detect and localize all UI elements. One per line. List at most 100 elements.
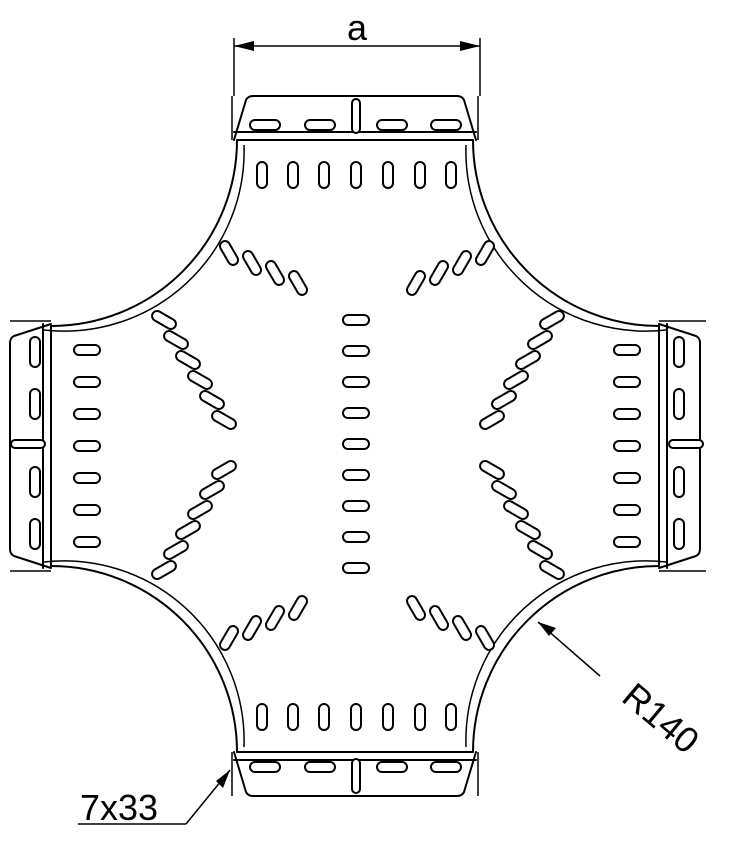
slot [265,260,285,286]
slot [491,390,517,410]
slot [503,500,529,520]
slot [287,703,299,731]
slot [73,376,101,388]
slot [351,98,361,134]
slot [613,504,641,516]
slot [318,703,330,731]
slots-top-row [256,161,457,189]
slot [249,119,281,131]
slot [429,260,449,286]
slot [73,472,101,484]
slot [351,758,361,794]
slot [342,469,370,481]
slot [175,350,201,370]
slot [475,240,495,266]
slot [668,439,704,449]
slot [242,250,262,276]
slot [342,531,370,543]
cross-body-inner-edge [43,144,667,748]
slot [163,330,189,350]
slot [211,410,237,430]
slot [163,540,189,560]
slot [539,560,565,580]
slot [342,500,370,512]
slot [199,390,225,410]
slot [350,703,362,731]
slot [527,330,553,350]
slot [187,370,213,390]
slot [342,345,370,357]
slot [211,460,237,480]
radius-leader: R140 [537,621,707,761]
slot [151,560,177,580]
slot [187,500,213,520]
slot [429,605,449,631]
slots-right-column [613,344,641,548]
slot [29,388,41,420]
slots-connector-plates [10,98,704,794]
slot [376,761,408,773]
slot [342,407,370,419]
slot [673,336,685,368]
slot [613,472,641,484]
slot [613,376,641,388]
slot [430,761,462,773]
slot [382,703,394,731]
slot [503,370,529,390]
slot [242,615,262,641]
slot [10,439,46,449]
slot [445,703,457,731]
slot [479,460,505,480]
slot [73,408,101,420]
slot [406,595,426,621]
slots-left-column [73,344,101,548]
slot [613,440,641,452]
slot [73,344,101,356]
slot [613,408,641,420]
slot [475,625,495,651]
slot-size-label: 7x33 [80,787,158,828]
slots-center-column [342,314,370,574]
slot [249,761,281,773]
slot [256,703,268,731]
slot-size-leader: 7x33 [78,769,231,828]
slot [342,314,370,326]
slot [151,310,177,330]
slot [613,536,641,548]
cross-body-outline [50,139,660,753]
slot [219,240,239,266]
slot [414,703,426,731]
slot [479,410,505,430]
slot [304,761,336,773]
slot [515,520,541,540]
slot [613,344,641,356]
slot [287,161,299,189]
slot [445,161,457,189]
slot [342,562,370,574]
slot [73,536,101,548]
slots-bottom-row [256,703,457,731]
slot [342,376,370,388]
slot [288,595,308,621]
slot [452,615,472,641]
slot [29,336,41,368]
width-dimension: a [233,7,481,96]
slot [175,520,201,540]
slot [265,605,285,631]
slot [29,518,41,550]
slot [430,119,462,131]
slot [318,161,330,189]
slot [515,350,541,370]
slot [342,438,370,450]
slot [539,310,565,330]
slot [527,540,553,560]
width-dimension-label: a [347,7,368,48]
slots-diagonal-rows [151,240,565,651]
slot [350,161,362,189]
slot [376,119,408,131]
slot [199,480,225,500]
slot [288,270,308,296]
slot [29,466,41,498]
slot [304,119,336,131]
